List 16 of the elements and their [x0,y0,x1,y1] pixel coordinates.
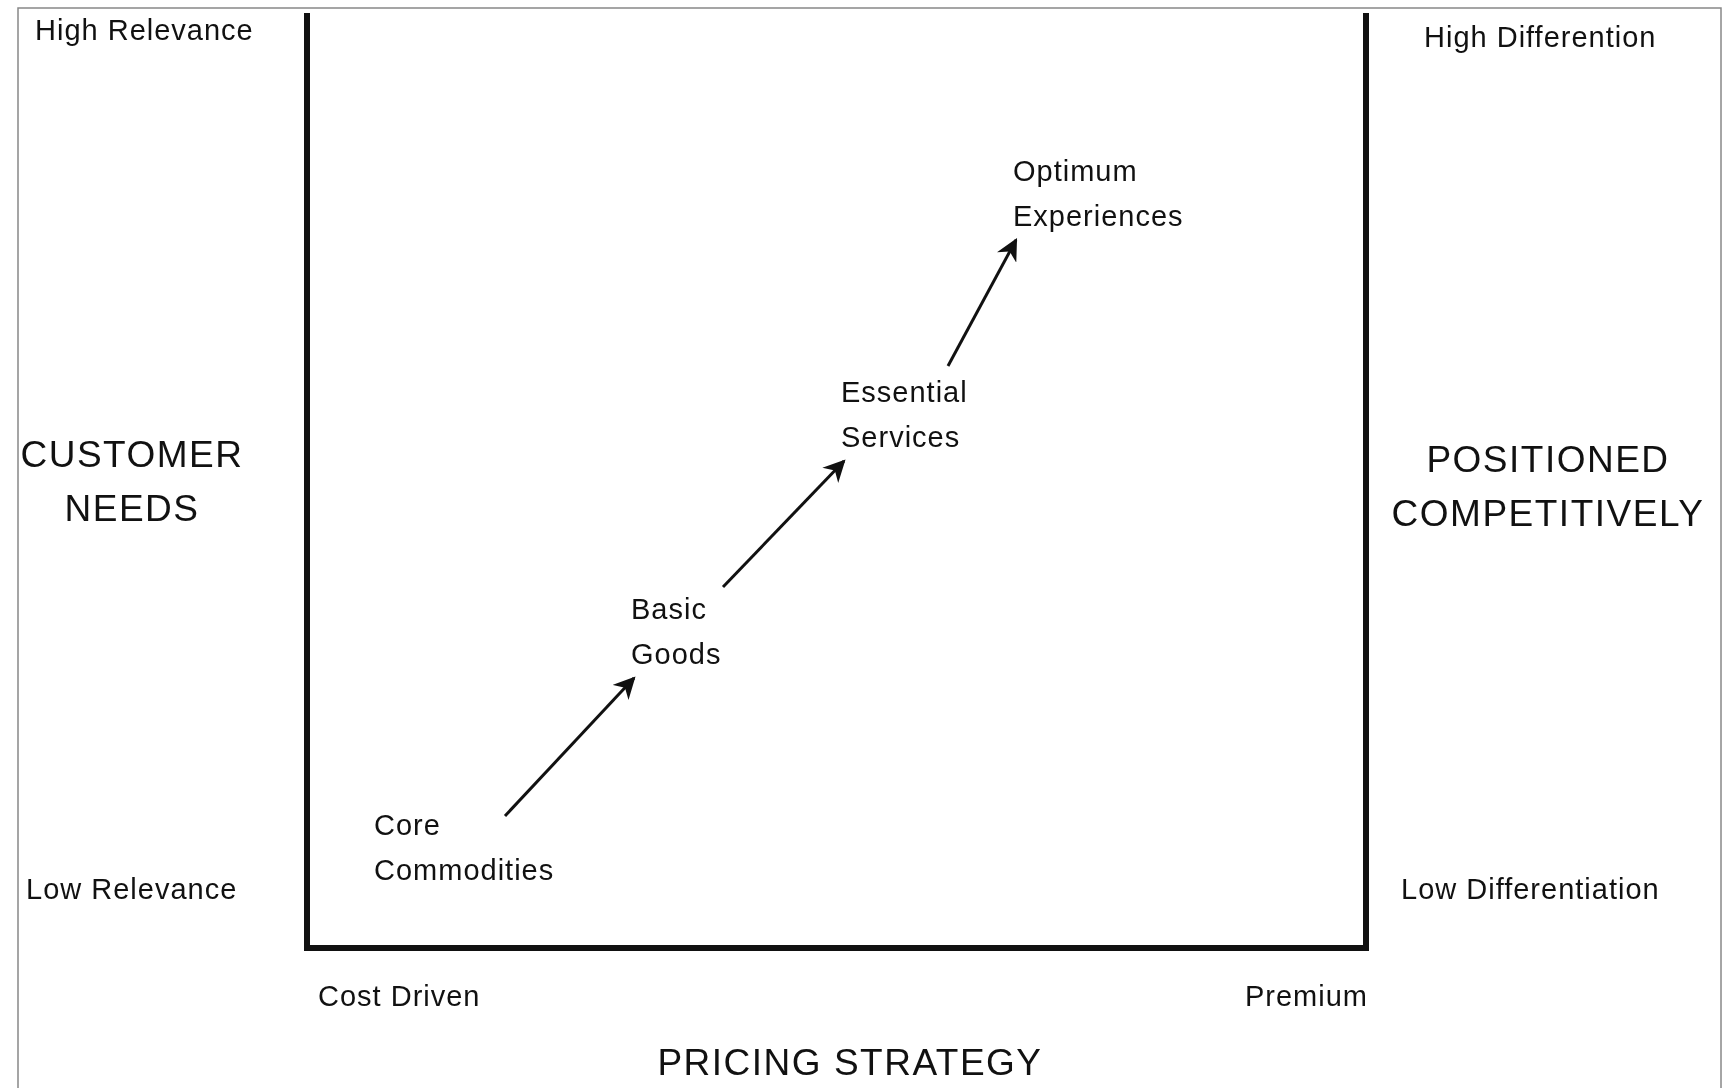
axis-label: High Relevance [35,13,255,48]
stage-label: Basic Goods [631,587,722,677]
stage-label: Essential Services [841,370,968,460]
axis-label: High Differention [1424,20,1658,55]
arrow [721,459,846,589]
axis-label: Cost Driven [318,979,482,1014]
axis-label: Premium [1244,979,1368,1014]
arrow [946,238,1018,367]
arrow [503,676,636,818]
stage-label: Optimum Experiences [1013,149,1184,239]
stage-label: Core Commodities [374,803,555,893]
axis-title: CUSTOMER NEEDS [19,433,245,531]
axis-label: Low Differentiation [1401,872,1661,907]
axis-title: POSITIONED COMPETITIVELY [1390,438,1706,536]
axis-label: Low Relevance [26,872,239,907]
axis-title: PRICING STRATEGY [656,1041,1044,1085]
